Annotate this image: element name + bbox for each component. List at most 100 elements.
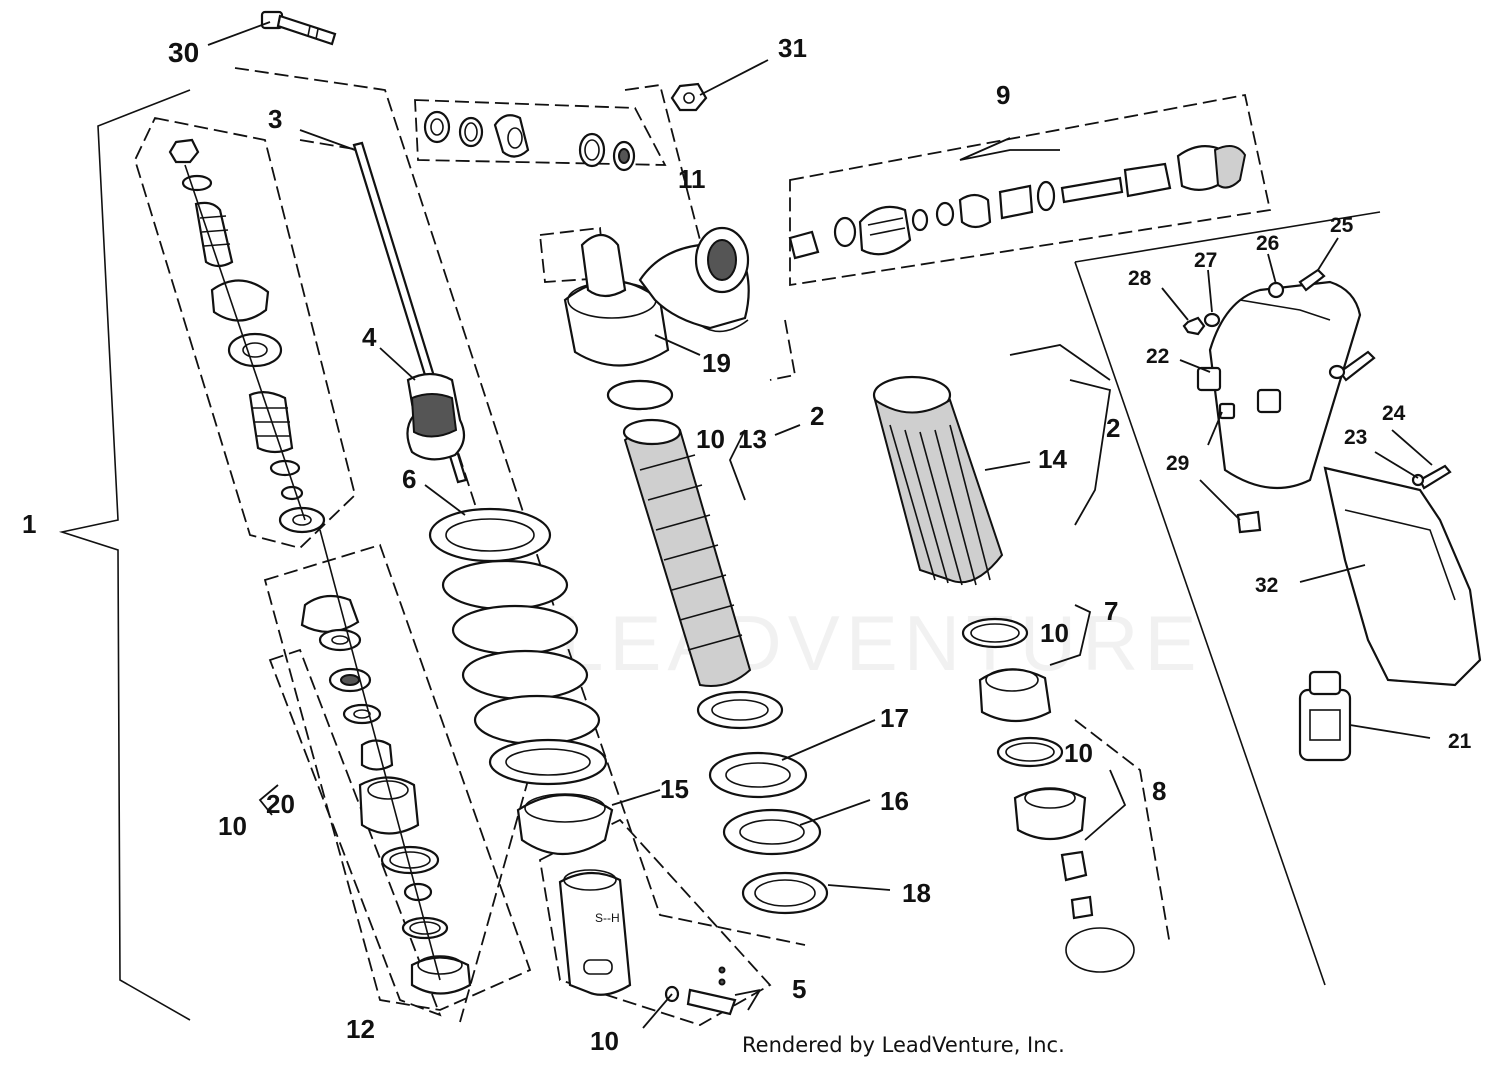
leader-3 [299, 129, 356, 151]
leader-22 [1179, 359, 1211, 373]
spring-6-icon [428, 507, 608, 786]
callout-22: 22 [1146, 345, 1169, 368]
shaft-4-icon [352, 141, 468, 484]
rendered-by-footer: Rendered by LeadVenture, Inc. [742, 1033, 1065, 1057]
leader-31 [699, 59, 769, 96]
clevis-5-icon: S--H [558, 869, 737, 1016]
bracket-22-icon [1196, 280, 1362, 490]
bracket-2-right-b [1069, 379, 1112, 526]
callout-10-bottom: 10 [590, 1026, 619, 1056]
callout-10-right: 10 [1040, 618, 1069, 648]
leader-29b [1199, 479, 1241, 521]
callout-24: 24 [1382, 402, 1406, 425]
callout-13: 13 [738, 424, 767, 454]
divider-top [1074, 211, 1381, 263]
callout-26: 26 [1256, 232, 1279, 255]
leader-27 [1207, 269, 1213, 313]
leader-23 [1374, 451, 1419, 479]
piston-7-icon [978, 668, 1052, 722]
leader-30 [207, 21, 271, 46]
group-shaft-outline [234, 67, 806, 946]
leader-21 [1349, 724, 1431, 739]
callout-7: 7 [1104, 596, 1118, 626]
bracket-13 [729, 429, 746, 501]
callout-21: 21 [1448, 730, 1472, 753]
callout-19: 19 [702, 348, 731, 378]
oring-10-head-icon [606, 379, 674, 411]
divider-diagonal [1074, 261, 1326, 986]
group-12-outline [263, 543, 532, 1011]
group-bushing-outline [414, 99, 667, 166]
leader-28 [1161, 287, 1189, 321]
callout-12: 12 [346, 1014, 375, 1044]
oil-bottle-21-icon [1298, 670, 1352, 762]
bracket-9 [959, 137, 1060, 161]
callout-2-left: 2 [810, 401, 824, 431]
leader-29 [1207, 411, 1223, 446]
group-8-outline [1074, 719, 1171, 946]
callout-10-left: 10 [218, 811, 247, 841]
leader-10-bottom [642, 993, 673, 1029]
callout-10-mid: 10 [696, 424, 725, 454]
locknut-upper-icon [696, 690, 784, 730]
bracket-7 [1049, 604, 1092, 666]
callout-2-right: 2 [1106, 413, 1120, 443]
locknut-17-icon [708, 751, 808, 799]
callout-23: 23 [1344, 426, 1367, 449]
group-20-outline [268, 648, 442, 1017]
boot-14-icon [872, 375, 1004, 586]
leader-15 [611, 789, 661, 806]
bracket-1 [58, 89, 191, 1021]
washer-18-icon [741, 871, 829, 915]
callout-6: 6 [402, 464, 416, 494]
nut-31-icon [670, 82, 708, 112]
leader-6 [424, 484, 466, 516]
leader-16 [799, 799, 871, 826]
callout-5: 5 [792, 974, 806, 1004]
callout-4: 4 [362, 322, 377, 352]
callout-3: 3 [268, 104, 282, 134]
spring-seat-15-icon [516, 793, 614, 856]
oring-10-right-icon [961, 617, 1029, 649]
leader-25 [1317, 237, 1339, 271]
bracket-8 [1084, 769, 1127, 841]
callout-16: 16 [880, 786, 909, 816]
callout-20: 20 [266, 789, 295, 819]
locknut-16-icon [722, 808, 822, 856]
valve-stack-3-icon [168, 138, 326, 534]
callout-11: 11 [678, 164, 706, 194]
bracket-2-left [774, 424, 801, 436]
callout-31: 31 [778, 33, 807, 63]
callout-27: 27 [1194, 249, 1217, 272]
adjuster-9-icon [788, 145, 1247, 260]
head-19-icon [563, 226, 750, 367]
callout-17: 17 [880, 703, 909, 733]
bolt-30-icon [260, 10, 337, 46]
leader-24 [1391, 429, 1433, 466]
callout-9: 9 [996, 80, 1010, 110]
mudflap-32-icon [1323, 466, 1482, 687]
bracket-20 [258, 784, 279, 816]
callout-18: 18 [902, 878, 931, 908]
callout-1: 1 [22, 509, 36, 539]
leader-18 [827, 884, 891, 891]
spring-mark-label: S--H [595, 911, 620, 925]
leader-26 [1267, 253, 1277, 285]
group-2-bracket-a [769, 319, 797, 381]
cap-8-icon [1013, 787, 1135, 973]
callout-25: 25 [1330, 214, 1354, 237]
callout-15: 15 [660, 774, 689, 804]
callout-14: 14 [1038, 444, 1067, 474]
leader-32 [1299, 564, 1366, 583]
callout-30: 30 [168, 37, 199, 68]
bracket-5 [734, 989, 761, 1011]
leader-14 [984, 461, 1031, 471]
callout-32: 32 [1255, 574, 1278, 597]
leader-4 [379, 347, 416, 381]
oring-10-lower-icon [996, 736, 1064, 768]
leader-19 [654, 334, 701, 356]
bracket-2-right [1009, 344, 1111, 381]
callout-28: 28 [1128, 267, 1152, 290]
hardware-25-28-icon [1182, 268, 1452, 534]
